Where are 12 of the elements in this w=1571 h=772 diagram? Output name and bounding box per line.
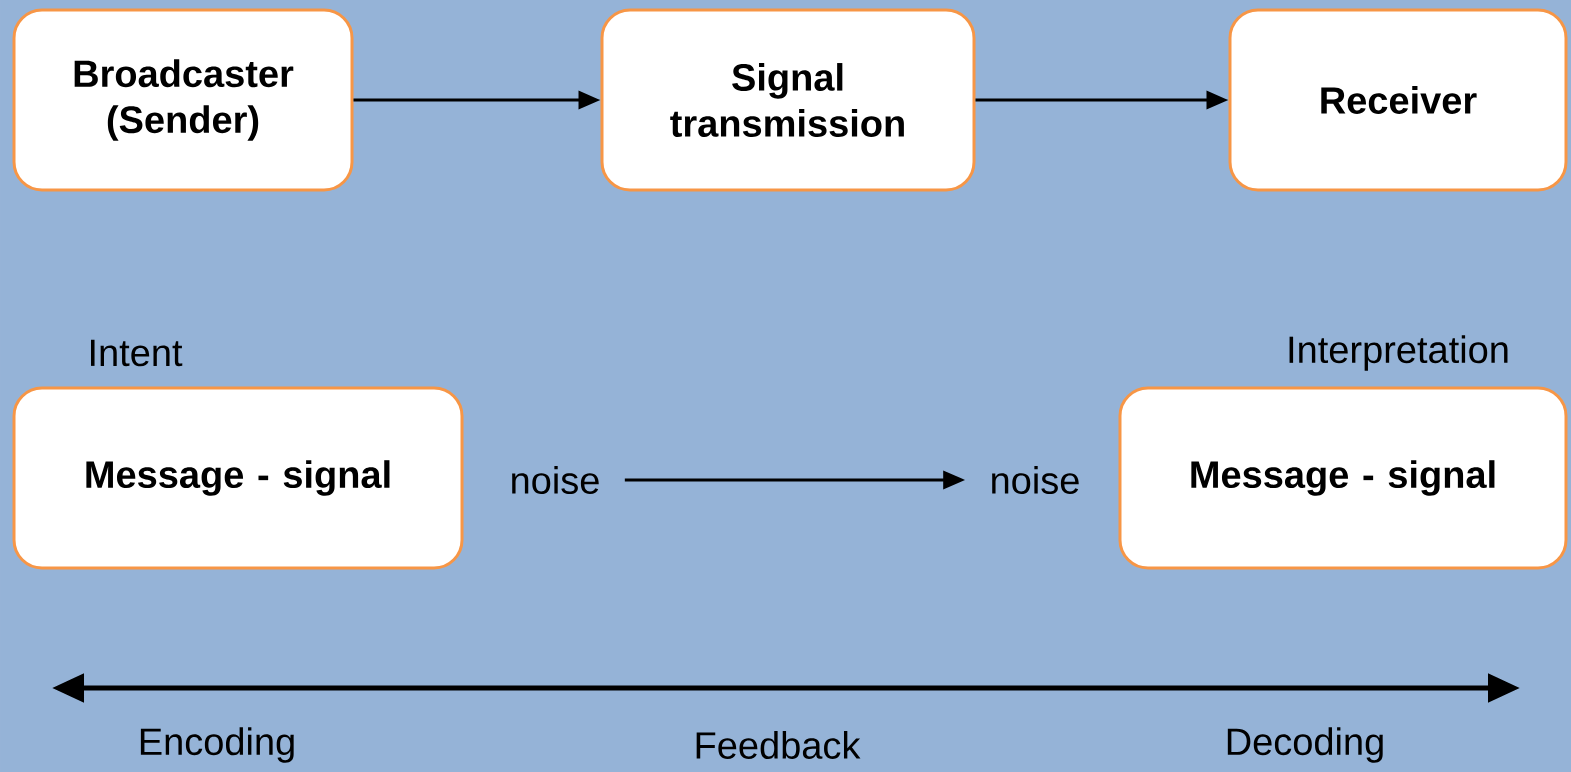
axis-label: Encoding: [140, 727, 294, 763]
process-box: Signal transmission: [600, 8, 976, 192]
noise-label: noise: [512, 466, 599, 494]
node-label: Intent: [91, 339, 183, 367]
axis-label: Feedback: [696, 731, 861, 759]
process-box: Message - signal: [12, 386, 464, 570]
axis-label: Decoding: [1227, 727, 1383, 763]
noise-label: noise: [992, 466, 1079, 494]
process-box: Broadcaster (Sender): [12, 8, 354, 192]
node-label: Interpretation: [1289, 335, 1508, 371]
process-box: Receiver: [1228, 8, 1568, 192]
process-box: Message - signal: [1118, 386, 1568, 570]
